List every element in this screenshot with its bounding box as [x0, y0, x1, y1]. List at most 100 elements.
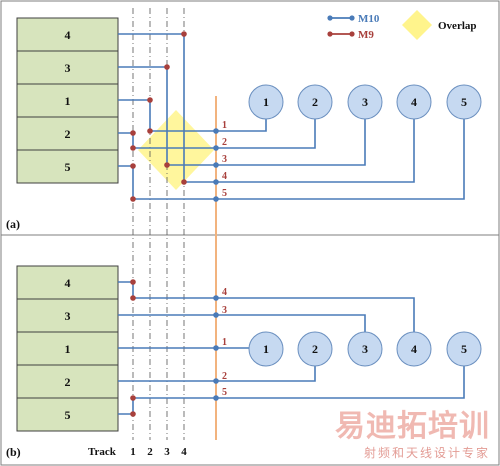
terminal-circle-2: 2	[297, 84, 333, 120]
panel-a-label: (a)	[6, 217, 20, 231]
via-dot	[130, 279, 136, 285]
panel-b-blocks: 4 3 1 2 5	[16, 265, 119, 432]
terminal-label: 4	[411, 342, 417, 356]
panel-a-pin-labels: 1 2 3 4 5	[222, 120, 227, 199]
terminal-label: 3	[362, 342, 368, 356]
via-dot	[164, 64, 170, 70]
legend-m9-label: M9	[358, 29, 374, 41]
block-4: 4	[16, 265, 119, 300]
legend-m9-dot	[327, 31, 333, 37]
pin-label: 2	[222, 137, 227, 148]
panel-b-wires	[118, 279, 465, 417]
via-dot	[213, 378, 219, 384]
block-label: 5	[65, 408, 71, 422]
pin-label: 4	[222, 287, 227, 298]
via-dot	[213, 179, 219, 185]
legend-m10-label: M10	[358, 13, 380, 25]
block-label: 4	[65, 28, 71, 42]
via-dot	[213, 196, 219, 202]
wire-b2	[118, 366, 316, 382]
via-dot	[130, 196, 136, 202]
track-label-2: 2	[147, 446, 153, 458]
terminal-circle-5: 5	[446, 331, 482, 367]
track-label-4: 4	[181, 446, 187, 458]
via-dot	[147, 128, 153, 134]
via-dot	[213, 395, 219, 401]
via-dot	[213, 312, 219, 318]
terminal-circle-1: 1	[248, 331, 284, 367]
legend-overlap-swatch	[402, 10, 432, 40]
block-2: 2	[16, 364, 119, 399]
block-3: 3	[16, 50, 119, 85]
panel-a-wires	[118, 31, 465, 202]
terminal-circle-2: 2	[297, 331, 333, 367]
legend-m10-dot	[349, 15, 355, 21]
block-label: 1	[65, 342, 71, 356]
via-dot	[181, 179, 187, 185]
via-dot	[130, 130, 136, 136]
pin-label: 2	[222, 371, 227, 382]
track-lines	[132, 8, 185, 440]
pin-label: 3	[222, 305, 227, 316]
via-dot	[130, 295, 136, 301]
via-dot	[147, 97, 153, 103]
block-5: 5	[16, 149, 119, 184]
via-dot	[181, 31, 187, 37]
overlap-region	[138, 110, 214, 190]
track-label-1: 1	[130, 446, 136, 458]
block-label: 4	[65, 276, 71, 290]
panel-b-label: (b)	[6, 445, 21, 459]
terminal-label: 4	[411, 95, 417, 109]
pin-label: 4	[222, 171, 227, 182]
pin-label: 1	[222, 337, 227, 348]
block-label: 5	[65, 160, 71, 174]
watermark-main: 易迪拓培训	[335, 409, 490, 444]
wire-b1	[118, 99, 267, 132]
terminal-circle-1: 1	[248, 84, 284, 120]
legend: M10 M9 Overlap	[327, 10, 477, 41]
block-label: 2	[65, 375, 71, 389]
terminal-label: 3	[362, 95, 368, 109]
panel-b-circles: 1 2 3 4 5	[248, 331, 482, 367]
via-dot	[213, 345, 219, 351]
terminal-label: 2	[312, 95, 318, 109]
via-dot	[130, 395, 136, 401]
via-dot	[164, 162, 170, 168]
terminal-label: 1	[263, 342, 269, 356]
via-dot	[130, 411, 136, 417]
wire-b3	[118, 314, 366, 332]
pin-label: 1	[222, 120, 227, 131]
block-1: 1	[16, 331, 119, 366]
panel-a-circles: 1 2 3 4 5	[248, 84, 482, 120]
via-dot	[213, 145, 219, 151]
wire-b4	[118, 281, 415, 332]
block-3: 3	[16, 298, 119, 333]
terminal-circle-3: 3	[347, 84, 383, 120]
track-axis-title: Track	[88, 446, 117, 458]
via-dot	[130, 163, 136, 169]
terminal-circle-4: 4	[396, 331, 432, 367]
block-5: 5	[16, 397, 119, 432]
wire-b5	[118, 366, 465, 415]
pin-label: 3	[222, 154, 227, 165]
block-4: 4	[16, 17, 119, 52]
via-dot	[213, 162, 219, 168]
pin-label: 5	[222, 387, 227, 398]
legend-m10-dot	[327, 15, 333, 21]
pin-label: 5	[222, 188, 227, 199]
terminal-label: 5	[461, 95, 467, 109]
terminal-circle-4: 4	[396, 84, 432, 120]
via-dot	[213, 128, 219, 134]
block-label: 3	[65, 61, 71, 75]
via-dot	[213, 295, 219, 301]
terminal-label: 5	[461, 342, 467, 356]
block-label: 2	[65, 127, 71, 141]
watermark-sub: 射频和天线设计专家	[363, 446, 490, 460]
terminal-circle-5: 5	[446, 84, 482, 120]
via-dot	[130, 145, 136, 151]
block-label: 3	[65, 309, 71, 323]
track-label-3: 3	[164, 446, 170, 458]
